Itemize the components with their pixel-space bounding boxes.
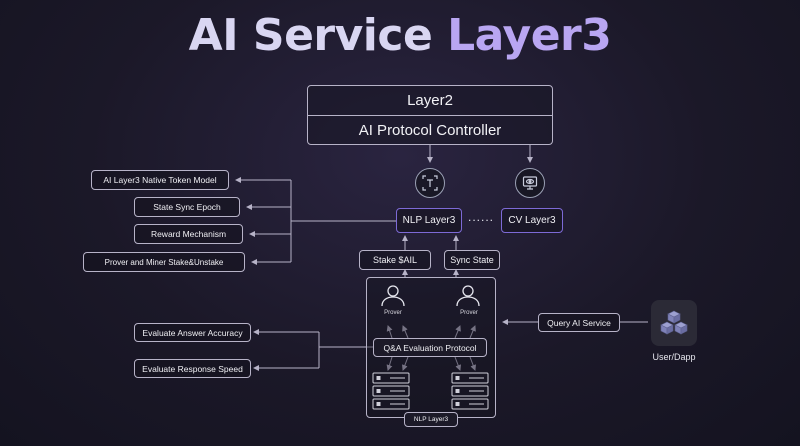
qa-evaluation-protocol-box: Q&A Evaluation Protocol: [373, 338, 487, 357]
prover-miner-stake-box: Prover and Miner Stake&Unstake: [83, 252, 245, 272]
nlp-layer3-box: NLP Layer3: [396, 208, 462, 233]
stake-ail-box: Stake $AIL: [359, 250, 431, 270]
prover-left-label: Prover: [384, 310, 402, 316]
evaluate-speed-box: Evaluate Response Speed: [134, 359, 251, 378]
prover-right-icon: [455, 285, 481, 312]
cubes-icon: [651, 300, 697, 346]
query-ai-service-box: Query AI Service: [538, 313, 620, 332]
server-rack-right-icon: [451, 372, 489, 415]
nlp-layer3-container-label: NLP Layer3: [404, 412, 458, 427]
prover-left-icon: [380, 285, 406, 312]
token-model-box: AI Layer3 Native Token Model: [91, 170, 229, 190]
reward-mechanism-box: Reward Mechanism: [134, 224, 243, 244]
layer2-box: Layer2 AI Protocol Controller: [307, 85, 553, 145]
cv-layer3-box: CV Layer3: [501, 208, 563, 233]
server-rack-left-icon: [372, 372, 410, 415]
page-title: AI Service Layer3: [0, 10, 800, 61]
evaluate-accuracy-box: Evaluate Answer Accuracy: [134, 323, 251, 342]
title-part-1: AI Service: [188, 10, 433, 61]
text-recognition-icon: [415, 168, 445, 198]
state-sync-epoch-box: State Sync Epoch: [134, 197, 240, 217]
user-dapp-label: User/Dapp: [652, 352, 696, 362]
title-part-2: Layer3: [447, 10, 612, 61]
layer2-title: Layer2: [308, 86, 552, 116]
sync-state-box: Sync State: [444, 250, 500, 270]
ellipsis-dots: ......: [467, 210, 494, 224]
screen-eye-icon: [515, 168, 545, 198]
prover-right-label: Prover: [460, 310, 478, 316]
ai-protocol-controller: AI Protocol Controller: [358, 122, 502, 139]
